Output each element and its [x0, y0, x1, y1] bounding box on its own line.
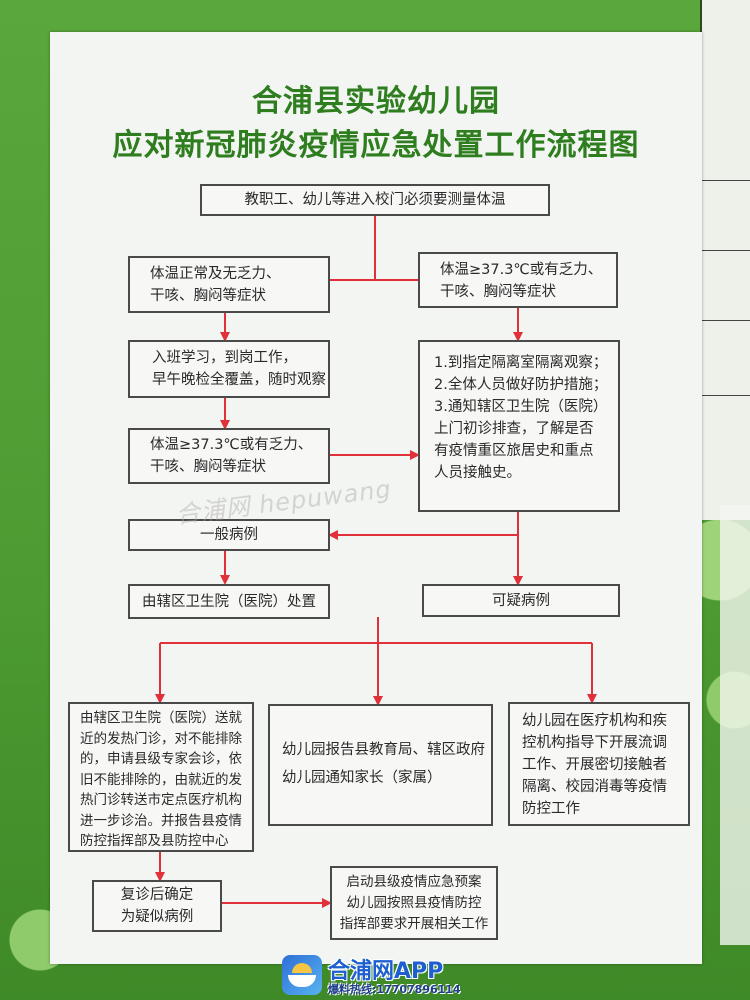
node-suspect-case: 可疑病例 [422, 584, 620, 617]
node-general-case: 一般病例 [128, 519, 330, 551]
node-suspect-case-text: 可疑病例 [492, 592, 550, 609]
node-epi-text: 幼儿园在医疗机构和疾 控机构指导下开展流调 工作、开展密切接触者 隔离、校园消毒… [522, 713, 667, 817]
node-normal-text: 体温正常及无乏力、 干咳、胸闷等症状 [150, 266, 281, 304]
node-fever-text: 体温≥37.3℃或有乏力、 干咳、胸闷等症状 [440, 262, 603, 300]
node-emergency-plan: 启动县级疫情应急预案 幼儿园按照县疫情防控 指挥部要求开展相关工作 [330, 866, 498, 940]
poster-title-line2: 应对新冠肺炎疫情应急处置工作流程图 [112, 128, 640, 163]
adjacent-poster-edge-lower [720, 505, 750, 945]
node-isolation-text: 1.到指定隔离室隔离观察； 2.全体人员做好防护措施； 3.通知辖区卫生院（医院… [434, 355, 608, 481]
app-logo-icon [282, 955, 322, 995]
connector-isolation-general [328, 512, 519, 540]
node-entry-text: 教职工、幼儿等进入校门必须要测量体温 [244, 192, 506, 208]
node-epidemiology-work: 幼儿园在医疗机构和疾 控机构指导下开展流调 工作、开展密切接触者 隔离、校园消毒… [508, 702, 690, 826]
node-confirm-suspected: 复诊后确定 为疑似病例 [92, 880, 222, 932]
app-name: 合浦网APP [328, 959, 444, 984]
node-emergency-text: 启动县级疫情应急预案 幼儿园按照县疫情防控 指挥部要求开展相关工作 [339, 873, 489, 932]
node-normal-temperature: 体温正常及无乏力、 干咳、胸闷等症状 [128, 256, 330, 313]
node-later-fever-text: 体温≥37.3℃或有乏力、 干咳、胸闷等症状 [150, 437, 313, 475]
node-later-fever: 体温≥37.3℃或有乏力、 干咳、胸闷等症状 [128, 428, 330, 484]
node-attend-text: 入班学习，到岗工作， 早午晚检全覆盖，随时观察 [152, 350, 326, 388]
node-confirm-text: 复诊后确定 为疑似病例 [120, 887, 194, 925]
node-report-text: 幼儿园报告县教育局、辖区政府 幼儿园通知家长（家属） [282, 742, 485, 786]
node-general-case-text: 一般病例 [200, 527, 258, 543]
node-fever-symptoms: 体温≥37.3℃或有乏力、 干咳、胸闷等症状 [418, 252, 618, 308]
node-report-bureau: 幼儿园报告县教育局、辖区政府 幼儿园通知家长（家属） [268, 704, 493, 826]
node-general-treatment: 由辖区卫生院（医院）处置 [128, 584, 330, 619]
node-fever-clinic-referral: 由辖区卫生院（医院）送就 近的发热门诊，对不能排除 的，申请县级专家会诊，依 旧… [68, 702, 254, 852]
node-isolation-observation: 1.到指定隔离室隔离观察； 2.全体人员做好防护措施； 3.通知辖区卫生院（医院… [418, 340, 620, 512]
node-entry-temperature-check: 教职工、幼儿等进入校门必须要测量体温 [200, 184, 550, 216]
node-attend-class: 入班学习，到岗工作， 早午晚检全覆盖，随时观察 [128, 340, 330, 398]
app-hotline: 爆料热线:17707896114 [328, 983, 461, 996]
app-branding: 合浦网APP 爆料热线:17707896114 [282, 953, 470, 997]
node-clinic-text: 由辖区卫生院（医院）送就 近的发热门诊，对不能排除 的，申请县级专家会诊，依 旧… [80, 710, 242, 849]
node-general-treatment-text: 由辖区卫生院（医院）处置 [142, 593, 316, 610]
poster-title-line1: 合浦县实验幼儿园 [252, 84, 500, 119]
